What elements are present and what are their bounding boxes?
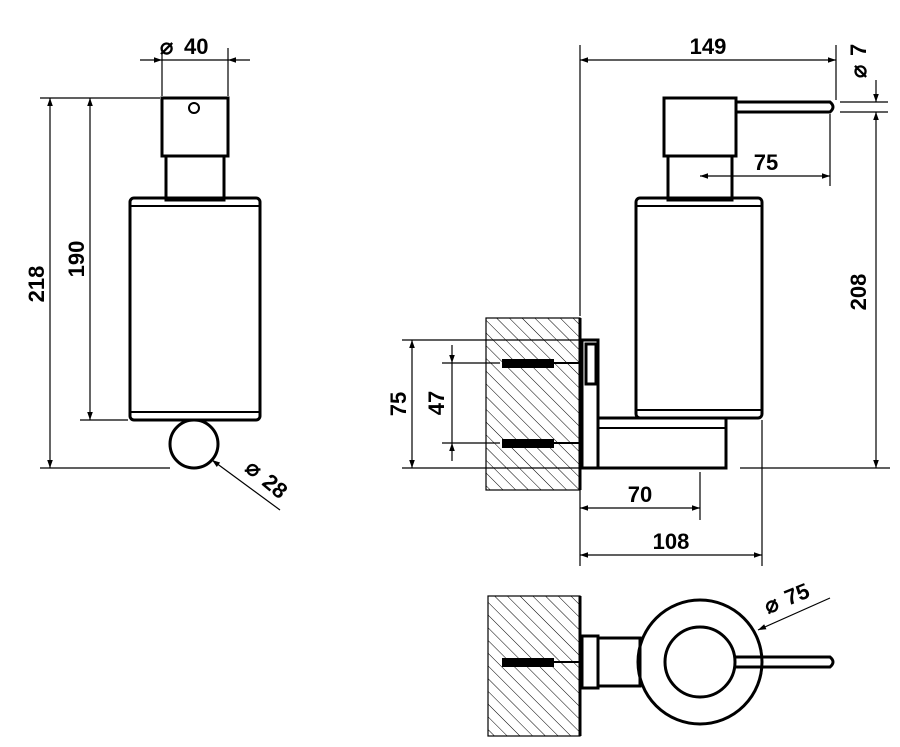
pump-spout	[736, 100, 835, 114]
body-offset-label: 108	[653, 529, 690, 554]
screw-spacing-label: 47	[424, 391, 449, 415]
top-view: ⌀ 75	[487, 578, 835, 737]
top-diameter-dimension: ⌀ 75	[761, 578, 813, 619]
top-pump-spout	[735, 655, 835, 669]
pump-head	[160, 96, 230, 158]
front-body-height-label: 190	[64, 241, 89, 278]
front-width-label: 40	[184, 34, 208, 59]
top-bracket-arm	[596, 636, 642, 688]
diameter-symbol: ⌀	[241, 455, 268, 483]
holder-bracket	[598, 416, 728, 470]
knob-label: 28	[258, 469, 293, 504]
front-total-height-label: 218	[24, 266, 49, 303]
wall-plate	[580, 338, 600, 470]
top-screw	[502, 658, 582, 667]
pump-nozzle-hole	[188, 102, 200, 114]
mount-knob	[168, 418, 220, 470]
lower-screw	[502, 439, 582, 448]
top-diameter-label: 75	[781, 578, 813, 610]
upper-screw	[502, 359, 582, 368]
total-depth-label: 149	[690, 34, 727, 59]
spout-diameter-dimension: ⌀ 7	[846, 44, 871, 78]
diameter-symbol: ⌀	[846, 64, 871, 78]
mount-height-label: 75	[386, 392, 411, 416]
knob-dimension: ⌀ 28	[241, 455, 293, 504]
diameter-symbol: ⌀	[761, 590, 783, 618]
side-view: 149 ⌀ 7 75 208 75 47 70	[386, 34, 890, 566]
plate-clip	[584, 342, 598, 386]
top-wall-plate	[580, 634, 600, 690]
spout-diameter-label: 7	[846, 44, 871, 56]
side-pump-neck	[666, 154, 734, 202]
front-view: ⌀ 40 218 190 ⌀ 28	[24, 34, 293, 511]
top-container-outline	[636, 598, 764, 726]
container-body	[128, 196, 262, 422]
front-width-dimension: ⌀ 40	[160, 34, 208, 59]
pump-neck	[164, 154, 226, 202]
wall-section	[485, 317, 581, 491]
spout-length-label: 75	[754, 150, 778, 175]
top-pump-head	[663, 625, 737, 699]
side-height-label: 208	[846, 274, 871, 311]
side-container-body	[634, 196, 764, 420]
side-pump-head	[662, 96, 738, 158]
bracket-depth-label: 70	[628, 482, 652, 507]
diameter-symbol: ⌀	[160, 34, 174, 59]
